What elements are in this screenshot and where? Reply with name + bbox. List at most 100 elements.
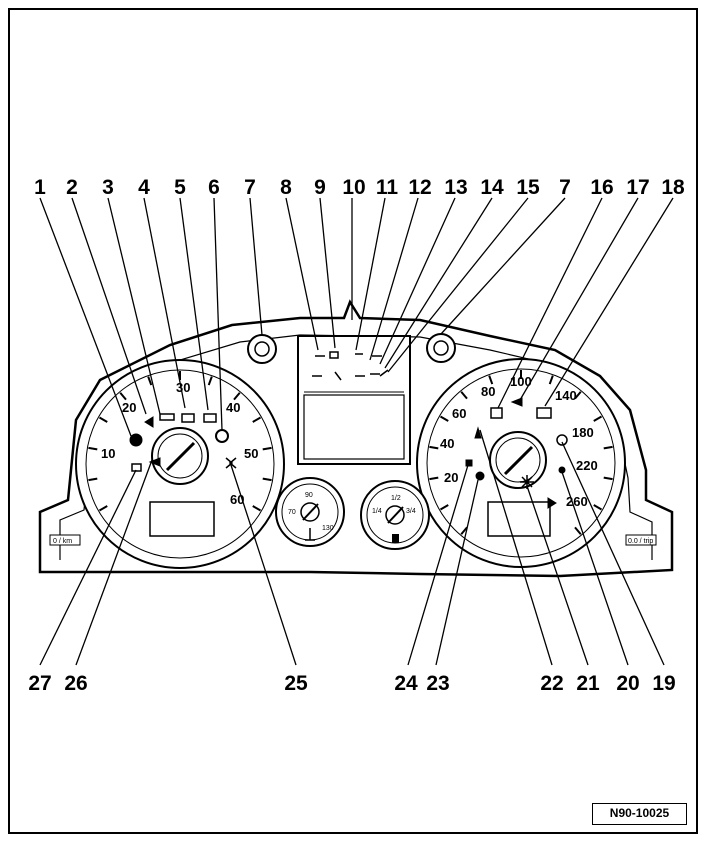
callout-17: 17 (626, 176, 649, 199)
gauge-tick (603, 476, 613, 481)
fuel-pump-icon (392, 534, 399, 543)
gauge-tick (252, 505, 262, 512)
brake-warning-icon (129, 433, 143, 447)
tachometer-gauge (75, 359, 285, 569)
gauge-tick (98, 505, 108, 512)
callout-15: 15 (516, 176, 540, 199)
turn-signal-right-icon (547, 497, 557, 509)
speedometer-gauge (416, 358, 626, 568)
speedo-scale-140: 140 (555, 388, 577, 403)
speedo-scale-260: 260 (566, 494, 588, 509)
coolant-temperature-gauge: 70 90 130 (275, 477, 345, 547)
callout-5: 5 (174, 176, 186, 199)
gauge-tick (429, 476, 439, 481)
high-beam-icon (510, 397, 523, 407)
callout-4: 4 (138, 176, 150, 199)
leader-lines-bottom (39, 429, 665, 666)
temp-mark-90: 90 (305, 492, 313, 499)
trip-reset-button-right[interactable]: 0.0 / trip (625, 534, 657, 546)
coolant-warning-icon (536, 407, 552, 419)
thermometer-icon (305, 528, 315, 541)
seatbelt-icon (465, 459, 473, 467)
tacho-scale-20: 20 (122, 400, 136, 415)
engine-warning-icon (181, 413, 195, 423)
callout-7b: 7 (559, 176, 571, 199)
gauge-tick (574, 391, 582, 400)
callout-6: 6 (208, 176, 220, 199)
glow-plug-icon (131, 463, 142, 472)
callout-23: 23 (426, 672, 449, 695)
tacho-scale-30: 30 (176, 380, 190, 395)
callout-7a: 7 (244, 176, 256, 199)
callout-2: 2 (66, 176, 78, 199)
gauge-tick (593, 415, 603, 422)
fuel-gauge: 1/2 1/4 3/4 (360, 480, 430, 550)
tacho-scale-50: 50 (244, 446, 258, 461)
callout-10: 10 (342, 176, 365, 199)
gauge-tick (548, 375, 554, 385)
callout-8: 8 (280, 176, 292, 199)
gauge-tick (593, 504, 603, 511)
battery-icon (203, 413, 217, 423)
door-open-icon (474, 426, 482, 439)
fuel-mark-half: 1/2 (391, 495, 401, 502)
gauge-tick (252, 416, 262, 423)
callout-1: 1 (34, 176, 46, 199)
left-button-label: 0 / km (53, 538, 72, 545)
speedo-scale-80: 80 (481, 384, 495, 399)
callout-numbers-bottom: 27 26 25 24 23 22 21 20 19 (28, 672, 675, 695)
gauge-tick (429, 445, 439, 450)
trip-reset-button-left[interactable]: 0 / km (49, 534, 81, 546)
washer-fluid-icon (556, 434, 568, 446)
callout-20: 20 (616, 672, 639, 695)
tacho-scale-10: 10 (101, 446, 115, 461)
speedo-scale-220: 220 (576, 458, 598, 473)
temp-mark-70: 70 (288, 509, 296, 516)
turn-signal-left-icon (144, 416, 154, 428)
temp-mark-130: 130 (322, 525, 334, 532)
gauge-tick (262, 446, 272, 451)
callout-16: 16 (590, 176, 613, 199)
reference-code-box: N90-10025 (592, 803, 687, 825)
callout-numbers-top: 1 2 3 4 5 6 7 8 9 10 11 12 13 14 15 7 16… (34, 176, 685, 199)
gauge-tick (439, 415, 449, 422)
gauge-tick (262, 477, 272, 482)
right-button-label: 0.0 / trip (628, 538, 653, 545)
speedo-scale-180: 180 (572, 425, 594, 440)
speedometer-ticks (429, 370, 613, 535)
sun-icon (520, 475, 534, 489)
callout-27: 27 (28, 672, 51, 695)
speedo-scale-100: 100 (510, 374, 532, 389)
tachometer-ticks (88, 371, 272, 512)
low-beam-icon (148, 457, 161, 467)
gauge-tick (439, 504, 449, 511)
gauge-tick (603, 445, 613, 450)
callout-25: 25 (284, 672, 308, 695)
fuel-mark-three-quarter: 3/4 (406, 508, 416, 515)
callout-26: 26 (64, 672, 87, 695)
mounting-boss-left (247, 334, 277, 364)
callout-24: 24 (394, 672, 418, 695)
callout-3: 3 (102, 176, 114, 199)
mounting-boss-right (426, 333, 456, 363)
airbag-icon (475, 471, 485, 481)
gauge-tick (119, 392, 127, 401)
callout-12: 12 (408, 176, 431, 199)
gauge-tick (88, 446, 98, 451)
speedo-scale-20: 20 (444, 470, 458, 485)
callout-14: 14 (480, 176, 504, 199)
speedo-scale-60: 60 (452, 406, 466, 421)
callout-19: 19 (652, 672, 675, 695)
gauge-tick (460, 391, 468, 400)
gauge-tick (88, 477, 98, 482)
callout-21: 21 (576, 672, 600, 695)
speedo-scale-40: 40 (440, 436, 454, 451)
gauge-tick (460, 526, 468, 535)
gauge-tick (147, 376, 153, 386)
esp-icon (159, 413, 175, 421)
tacho-scale-40: 40 (226, 400, 240, 415)
gauge-tick (574, 526, 582, 535)
callout-18: 18 (661, 176, 685, 199)
gauge-tick (207, 376, 213, 386)
